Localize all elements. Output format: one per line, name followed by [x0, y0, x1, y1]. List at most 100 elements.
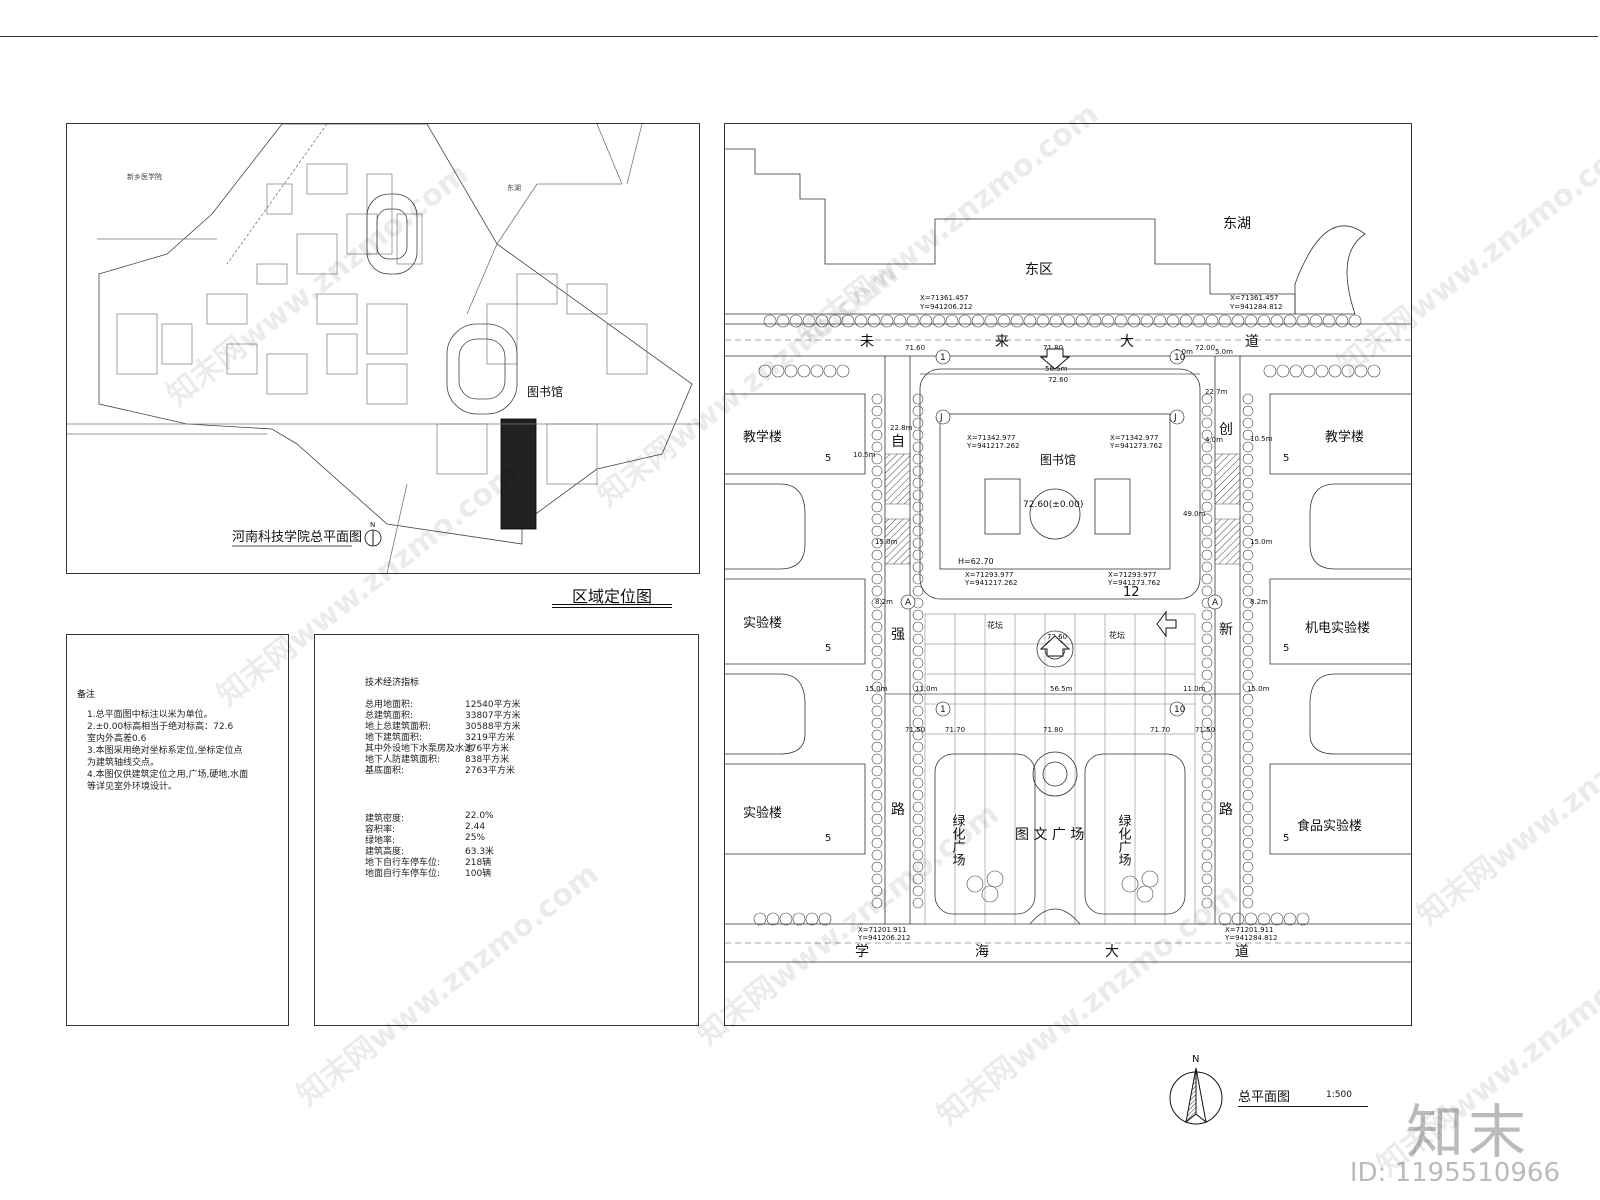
- tech-heading: 技术经济指标: [365, 678, 420, 688]
- svg-text:海: 海: [975, 944, 989, 960]
- tree-icon: [871, 609, 883, 621]
- tree-icon: [1242, 729, 1254, 741]
- tree-icon: [1242, 501, 1254, 513]
- tree-icon: [912, 465, 924, 477]
- green-plaza-labels: 绿化广场 绿化广场: [950, 814, 1132, 866]
- tree-icon: [1242, 777, 1254, 789]
- tree-icon: [912, 453, 924, 465]
- svg-text:4.0m: 4.0m: [1205, 436, 1223, 444]
- svg-text:X=71342.977: X=71342.977: [967, 434, 1016, 442]
- tree-icon: [906, 314, 920, 328]
- tree-icon: [871, 417, 883, 429]
- tree-icon: [912, 849, 924, 861]
- tree-icon: [1242, 813, 1254, 825]
- tree-icon: [1242, 885, 1254, 897]
- axis-label: 10: [1174, 353, 1186, 363]
- building-label: 食品实验楼: [1297, 818, 1362, 834]
- drawing-frame: [0, 36, 1598, 1167]
- tree-icon: [789, 314, 803, 328]
- tree-icon: [997, 314, 1011, 328]
- tree-icon: [871, 825, 883, 837]
- tree-icon: [893, 314, 907, 328]
- tree-icon: [1242, 417, 1254, 429]
- tree-icon: [818, 912, 832, 926]
- axis-bubble: [1207, 594, 1223, 610]
- axis-label: A: [905, 598, 912, 608]
- campus-boundary: [98, 123, 693, 545]
- tree-icon: [871, 441, 883, 453]
- axis-bubble: [900, 594, 916, 610]
- svg-text:Y=941273.762: Y=941273.762: [1107, 579, 1160, 587]
- svg-text:强: 强: [891, 627, 905, 643]
- svg-text:10.5m: 10.5m: [1250, 435, 1273, 443]
- tech-label: 绿地率:: [365, 836, 396, 846]
- svg-text:未: 未: [860, 334, 874, 350]
- building-label: 教学楼: [743, 429, 782, 445]
- svg-text:Y=941273.762: Y=941273.762: [1109, 442, 1162, 450]
- tree-icon: [1201, 561, 1213, 573]
- svg-text:8.2m: 8.2m: [1250, 598, 1268, 606]
- tree-icon: [1201, 753, 1213, 765]
- tree-icon: [1242, 549, 1254, 561]
- tree-icon: [1242, 669, 1254, 681]
- tree-icon: [912, 585, 924, 597]
- svg-text:自: 自: [891, 434, 905, 450]
- floor-count: 5: [825, 833, 831, 844]
- tree-icon: [871, 813, 883, 825]
- svg-text:大: 大: [1105, 944, 1119, 960]
- tree-icon: [871, 669, 883, 681]
- tree-icon: [912, 657, 924, 669]
- dimension-labels: 56.5m 22.7m 22.8m 10.5m 10.5m 15.0m 49.0…: [853, 348, 1273, 693]
- tree-icon: [912, 537, 924, 549]
- east-lake-label: 东湖: [1223, 216, 1251, 232]
- svg-text:Y=941206.212: Y=941206.212: [919, 303, 972, 311]
- tree-icon: [871, 849, 883, 861]
- library-site-boundary: [919, 368, 1201, 600]
- parking-hatch: [884, 453, 1241, 565]
- tech-label: 地下建筑面积:: [365, 733, 423, 743]
- tree-icon: [1244, 314, 1258, 328]
- campus-blocks: [116, 163, 648, 485]
- tree-icon: [912, 525, 924, 537]
- svg-text:X=71201.911: X=71201.911: [1225, 926, 1274, 934]
- library-floors: 12: [1123, 585, 1140, 600]
- flowerbed-left: 花坛: [987, 620, 1003, 630]
- tree-icon: [1201, 705, 1213, 717]
- tree-icon: [805, 912, 819, 926]
- svg-text:N: N: [1192, 1054, 1199, 1065]
- tree-icon: [1244, 912, 1258, 926]
- svg-text:11.0m: 11.0m: [915, 685, 938, 693]
- tree-icon: [871, 645, 883, 657]
- plan-title-block: N 总平面图 1:500: [1168, 1050, 1368, 1130]
- tree-icon: [1140, 314, 1154, 328]
- green-plaza-left: [934, 753, 1036, 915]
- tree-icon: [1283, 912, 1297, 926]
- svg-text:10.5m: 10.5m: [853, 451, 876, 459]
- tech-value: 63.3米: [465, 847, 495, 857]
- svg-text:创: 创: [1219, 422, 1233, 438]
- tree-icon: [1322, 314, 1336, 328]
- svg-text:72.00: 72.00: [1195, 344, 1215, 352]
- tree-icon: [1201, 585, 1213, 597]
- note-line: 1.总平面图中标注以米为单位。: [87, 710, 213, 720]
- campus-plan-drawing: 图书馆 新乡医学院 东湖 河南科技学院总平面图 N: [67, 123, 707, 574]
- tree-icon: [1201, 681, 1213, 693]
- tree-icon: [1201, 777, 1213, 789]
- tree-icon: [854, 314, 868, 328]
- brand-logo: 知末: [1405, 1098, 1530, 1166]
- tree-icon: [871, 729, 883, 741]
- right-building-1: [1269, 393, 1411, 475]
- tree-icon: [871, 393, 883, 405]
- tree-icon: [753, 912, 767, 926]
- tree-icon: [1242, 693, 1254, 705]
- tree-icon: [912, 693, 924, 705]
- library-label: 图书馆: [1040, 452, 1076, 467]
- tree-icon: [871, 549, 883, 561]
- tree-icon: [1242, 621, 1254, 633]
- east-road-labels: 创 新 路: [1219, 422, 1233, 818]
- plaza-label: 图 文 广 场: [1015, 827, 1084, 843]
- tree-icon: [867, 314, 881, 328]
- axis-label: J: [939, 413, 943, 423]
- tree-icon: [763, 314, 777, 328]
- svg-text:22.8m: 22.8m: [890, 424, 913, 432]
